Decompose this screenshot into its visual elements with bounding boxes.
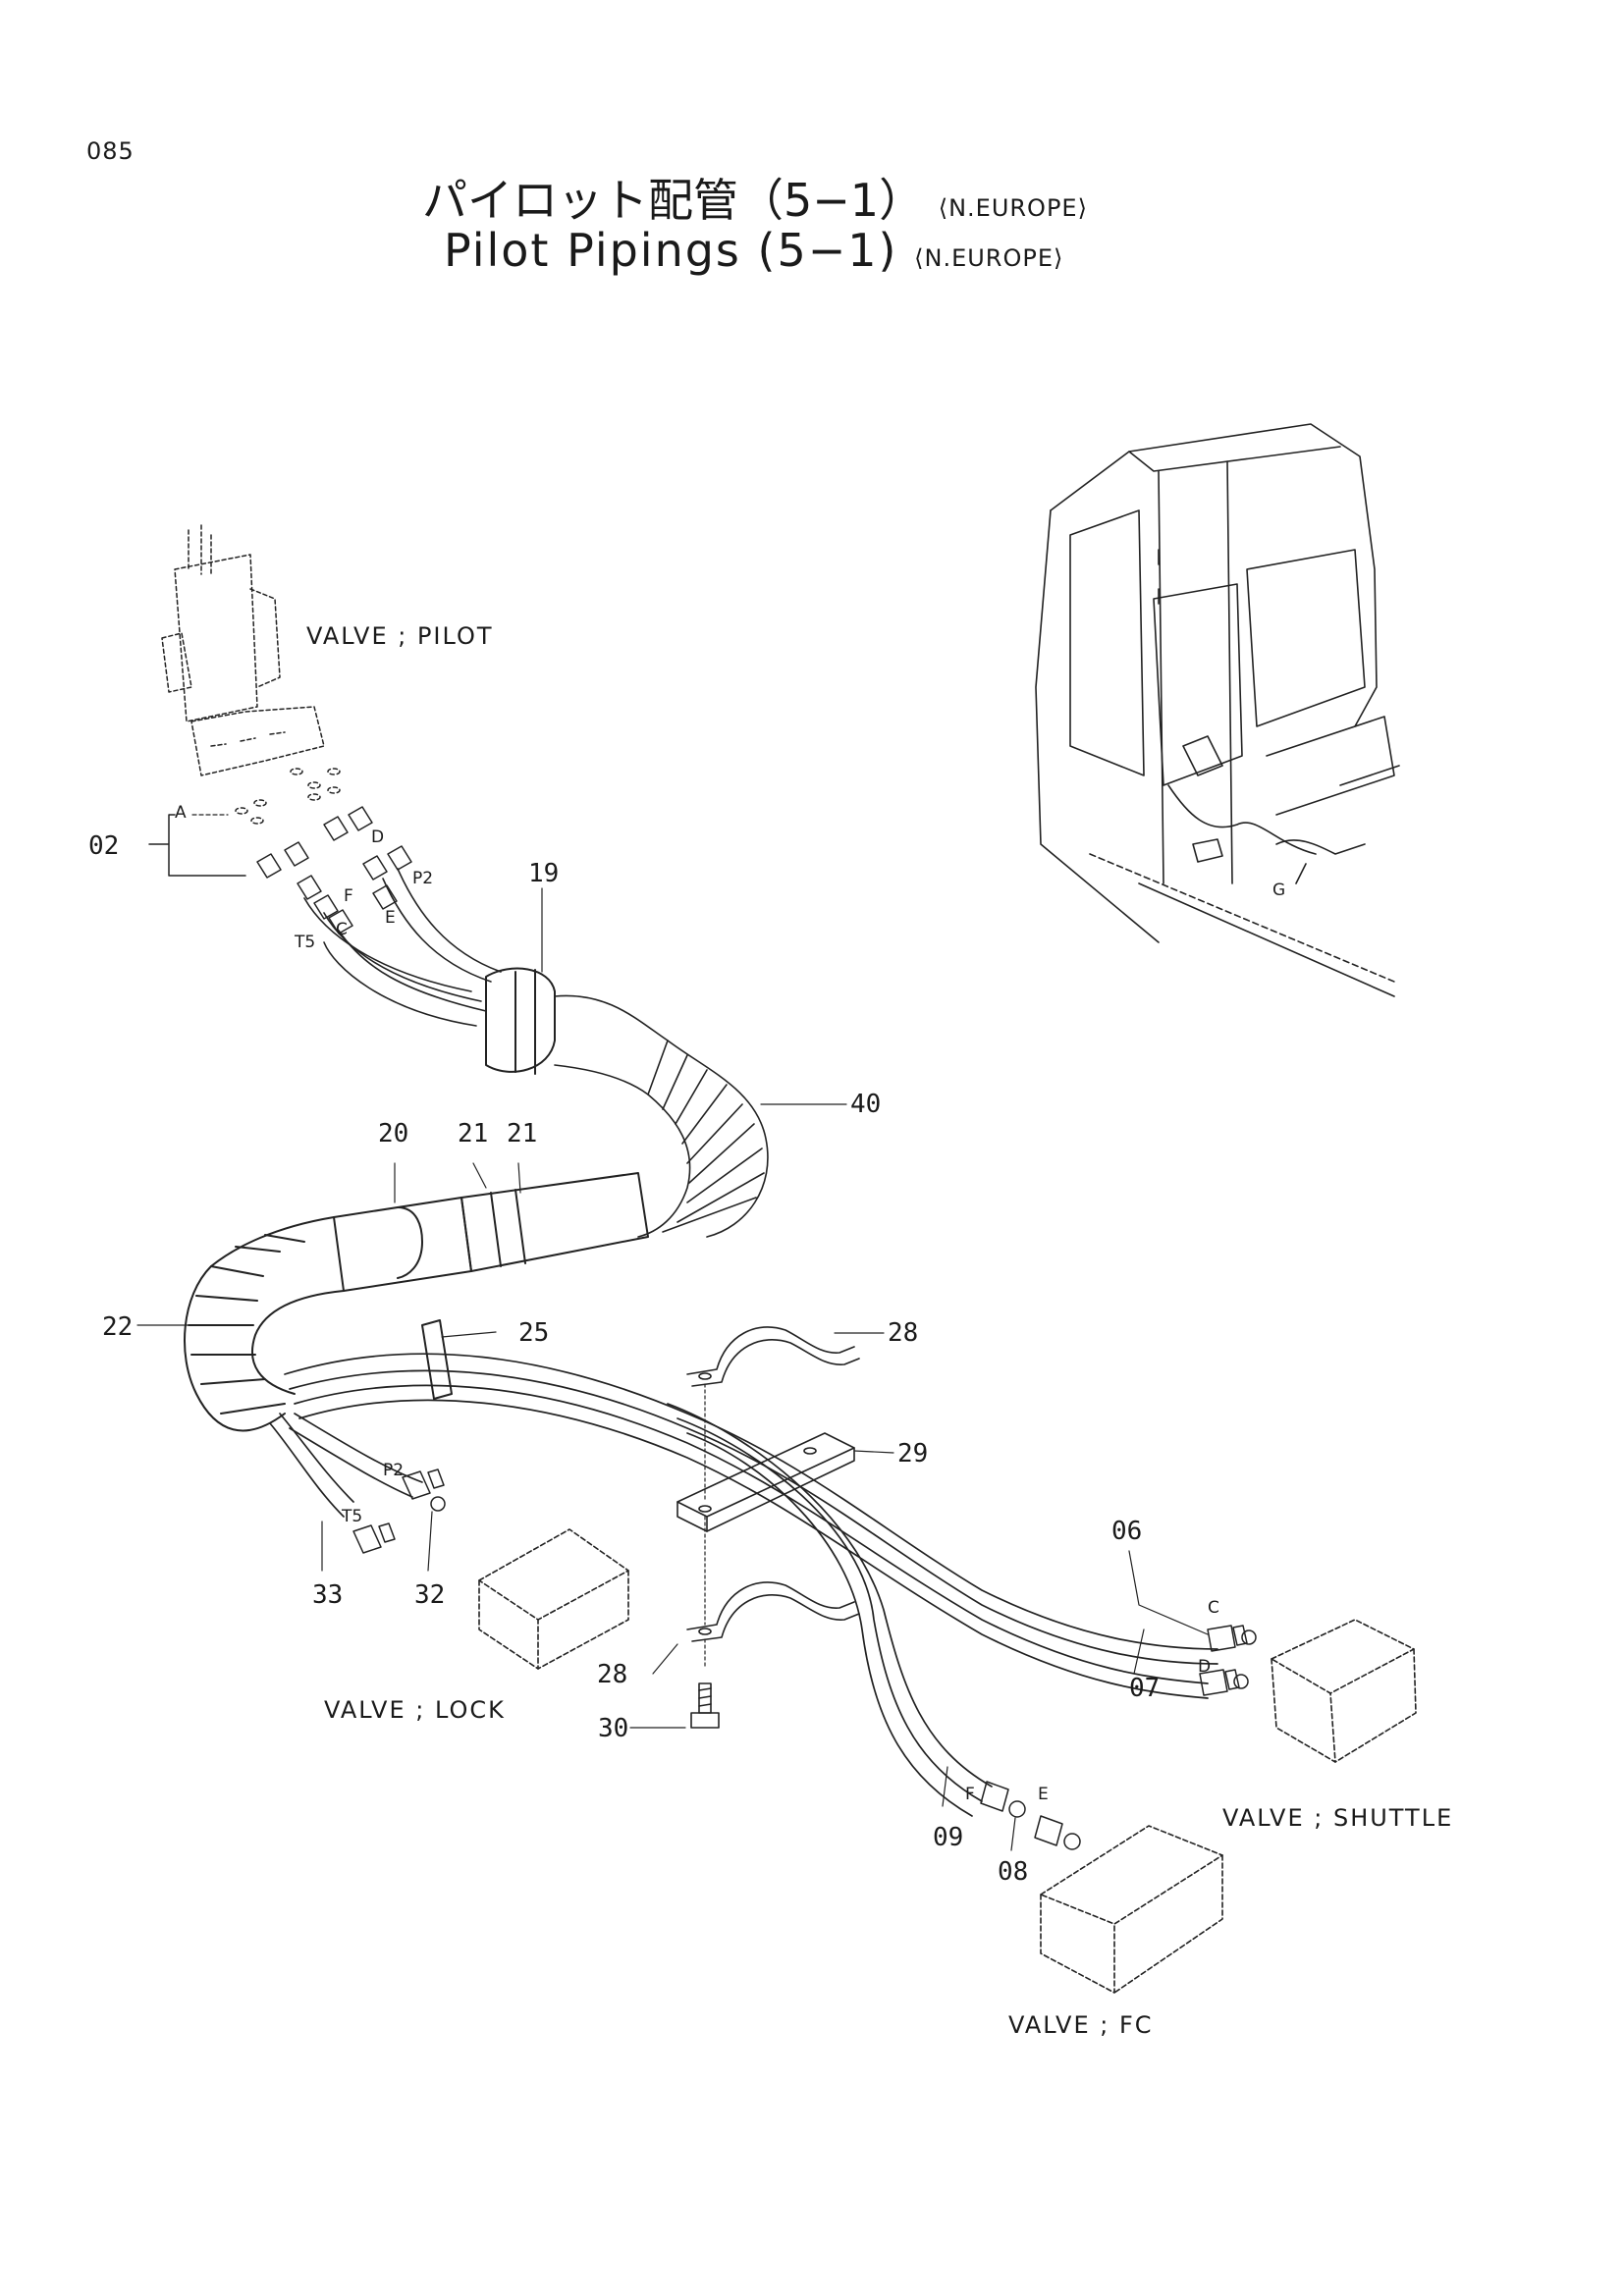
callout-25: 25 [518,1318,550,1348]
port-d: D [371,828,385,847]
plate-29 [676,1432,855,1532]
callout-33: 33 [312,1580,344,1610]
clamp-28-upper [686,1326,860,1387]
pilot-hose-fittings [256,806,412,934]
callout-30: 30 [598,1714,629,1743]
port-t5-lock: T5 [342,1507,363,1526]
port-a: A [175,803,187,823]
label-valve-pilot: VALVE ; PILOT [306,622,494,650]
lock-valve-hoses [269,1413,423,1518]
callout-28-lower: 28 [597,1660,628,1689]
callout-bracket-02 [148,814,246,877]
callout-40: 40 [850,1090,882,1119]
hose-sleeve-21 [460,1172,649,1272]
port-f-fc: F [965,1785,975,1804]
lock-valve-box [478,1528,629,1670]
port-f: F [344,886,353,906]
port-c-shuttle: C [1208,1598,1219,1618]
callout-22: 22 [102,1312,134,1342]
title-english: Pilot Pipings (5−1) ⟨N.EUROPE⟩ [444,224,1063,277]
shuttle-valve-fittings [1199,1625,1257,1696]
port-d-shuttle: D [1198,1657,1212,1677]
port-c: C [336,920,348,939]
port-p2-lock: P2 [383,1461,405,1480]
title-japanese: パイロット配管（5−1） ⟨N.EUROPE⟩ [422,165,1088,230]
callout-21-b: 21 [507,1119,538,1148]
port-e-fc: E [1038,1785,1049,1804]
region-label-jp: ⟨N.EUROPE⟩ [938,194,1088,222]
pilot-valve-illustration [161,524,341,825]
callout-08: 08 [998,1857,1029,1887]
label-valve-shuttle: VALVE ; SHUTTLE [1222,1804,1454,1832]
main-hoses [284,1353,1218,1817]
fc-valve-box [1040,1825,1223,1994]
port-p2: P2 [412,869,434,888]
port-t5: T5 [295,933,316,952]
fc-valve-fittings [980,1781,1081,1850]
shuttle-valve-box [1271,1619,1417,1763]
hose-sleeve-20 [333,1197,472,1292]
callout-19: 19 [528,859,560,888]
label-valve-fc: VALVE ; FC [1008,2011,1154,2039]
callout-leaders [136,887,1209,1851]
cab-inset-illustration [1035,423,1400,997]
callout-20: 20 [378,1119,409,1148]
clamp-28-lower [686,1581,860,1642]
label-valve-lock: VALVE ; LOCK [324,1696,506,1724]
callout-02: 02 [88,831,120,861]
callout-21-a: 21 [458,1119,489,1148]
port-g-cab: G [1272,881,1285,900]
callout-29: 29 [897,1439,929,1468]
callout-28-upper: 28 [888,1318,919,1348]
title-en-text: Pilot Pipings (5−1) [444,224,898,277]
callout-07: 07 [1129,1674,1161,1703]
pilot-hose-bundle [303,868,502,1027]
callout-06: 06 [1111,1517,1143,1546]
lock-valve-fittings [352,1468,446,1554]
callout-09: 09 [933,1823,964,1852]
cable-tie-25 [421,1319,453,1400]
callout-32: 32 [414,1580,446,1610]
title-jp-text: パイロット配管（5−1） [422,174,925,227]
corrugated-tube-40 [554,994,769,1238]
bolt-30 [690,1682,720,1729]
hose-sleeve-19 [485,967,556,1075]
spiral-guard-22 [184,1216,345,1432]
region-label-en: ⟨N.EUROPE⟩ [914,244,1064,272]
port-e: E [385,908,396,928]
page-number: 085 [86,137,135,165]
